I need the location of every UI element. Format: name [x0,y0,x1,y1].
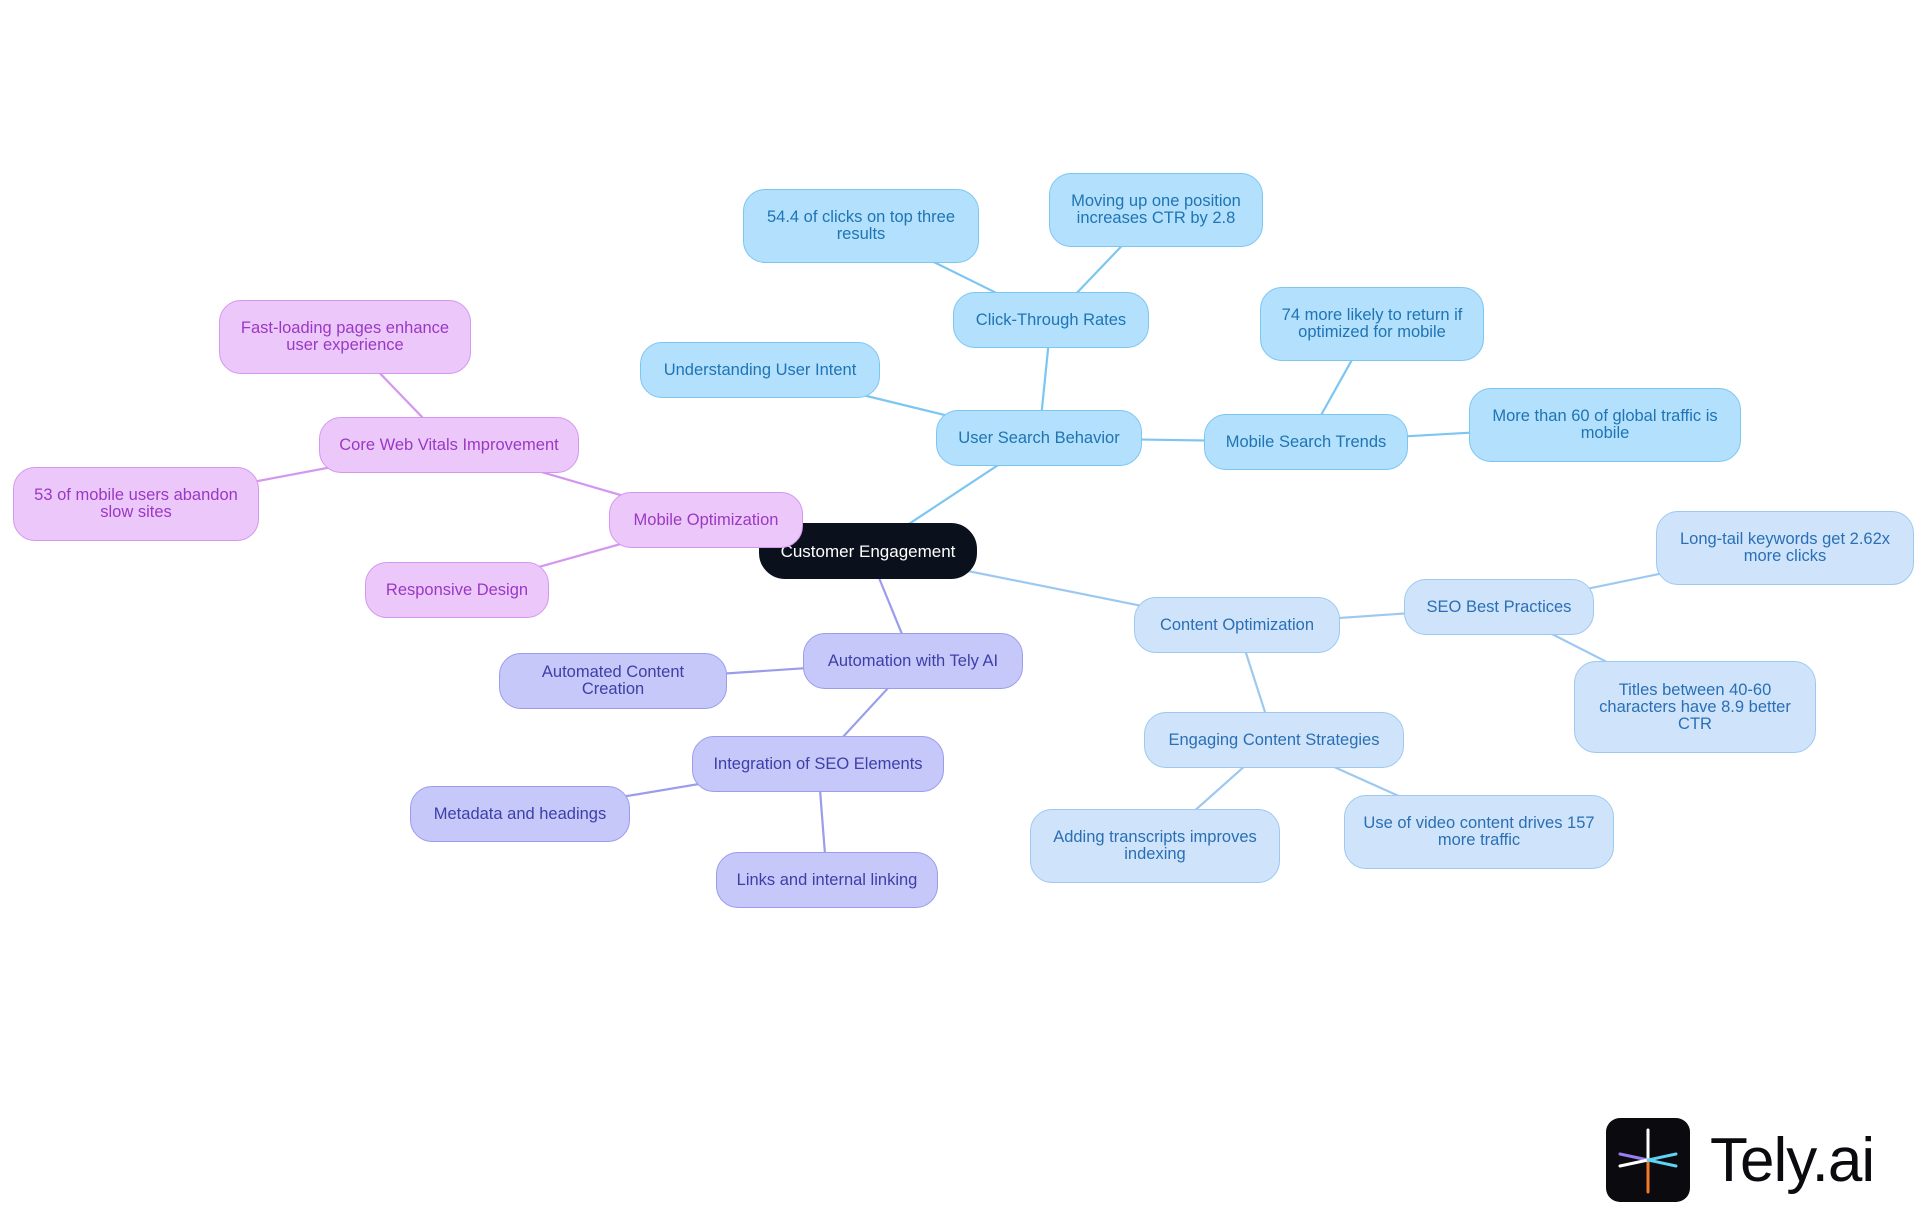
node-label: Customer Engagement [780,541,956,561]
node-label: Links and internal linking [736,870,918,889]
node-label: Use of video content drives 157 more tra… [1363,814,1595,849]
node-label: 54.4 of clicks on top three results [766,208,956,243]
node-meta: Metadata and headings [410,786,630,842]
node-links: Links and internal linking [716,852,938,908]
node-abandon: 53 of mobile users abandon slow sites [13,467,259,541]
node-return74: 74 more likely to return if optimized fo… [1260,287,1484,361]
node-transcripts: Adding transcripts improves indexing [1030,809,1280,883]
node-label: Responsive Design [385,580,529,599]
node-acc: Automated Content Creation [499,653,727,709]
node-iseo: Integration of SEO Elements [692,736,944,792]
node-cwv: Core Web Vitals Improvement [319,417,579,473]
node-label: Core Web Vitals Improvement [339,435,559,454]
node-label: Engaging Content Strategies [1168,730,1380,749]
node-label: Long-tail keywords get 2.62x more clicks [1679,530,1891,565]
node-label: More than 60 of global traffic is mobile [1492,407,1718,442]
node-label: Fast-loading pages enhance user experien… [240,319,450,354]
node-usb: User Search Behavior [936,410,1142,466]
node-label: SEO Best Practices [1426,597,1572,616]
node-titles: Titles between 40-60 characters have 8.9… [1574,661,1816,753]
node-label: Automation with Tely AI [827,651,999,670]
node-ecs: Engaging Content Strategies [1144,712,1404,768]
node-label: 53 of mobile users abandon slow sites [34,486,238,521]
tely-logo: Tely.ai [1606,1118,1875,1202]
node-ctr: Click-Through Rates [953,292,1149,348]
node-label: Click-Through Rates [975,310,1127,329]
node-label: Content Optimization [1159,615,1315,634]
node-top3: 54.4 of clicks on top three results [743,189,979,263]
node-fast: Fast-loading pages enhance user experien… [219,300,471,374]
tely-logo-icon [1606,1118,1690,1202]
node-auto: Automation with Tely AI [803,633,1023,689]
node-co: Content Optimization [1134,597,1340,653]
node-root: Customer Engagement [759,523,977,579]
node-mo: Mobile Optimization [609,492,803,548]
node-moveup: Moving up one position increases CTR by … [1049,173,1263,247]
node-label: 74 more likely to return if optimized fo… [1281,306,1463,341]
node-label: Mobile Optimization [633,510,779,529]
node-label: Integration of SEO Elements [713,754,923,773]
node-mst: Mobile Search Trends [1204,414,1408,470]
node-responsive: Responsive Design [365,562,549,618]
tely-logo-text: Tely.ai [1710,1125,1875,1195]
node-label: User Search Behavior [958,428,1120,447]
node-global60: More than 60 of global traffic is mobile [1469,388,1741,462]
node-label: Titles between 40-60 characters have 8.9… [1599,680,1791,733]
node-longtail: Long-tail keywords get 2.62x more clicks [1656,511,1914,585]
node-label: Metadata and headings [433,804,607,823]
node-video: Use of video content drives 157 more tra… [1344,795,1614,869]
node-intent: Understanding User Intent [640,342,880,398]
node-seobp: SEO Best Practices [1404,579,1594,635]
node-label: Understanding User Intent [663,360,857,379]
node-label: Moving up one position increases CTR by … [1071,192,1241,227]
node-label: Automated Content Creation [541,663,685,698]
node-label: Mobile Search Trends [1225,432,1387,451]
node-label: Adding transcripts improves indexing [1053,828,1257,863]
